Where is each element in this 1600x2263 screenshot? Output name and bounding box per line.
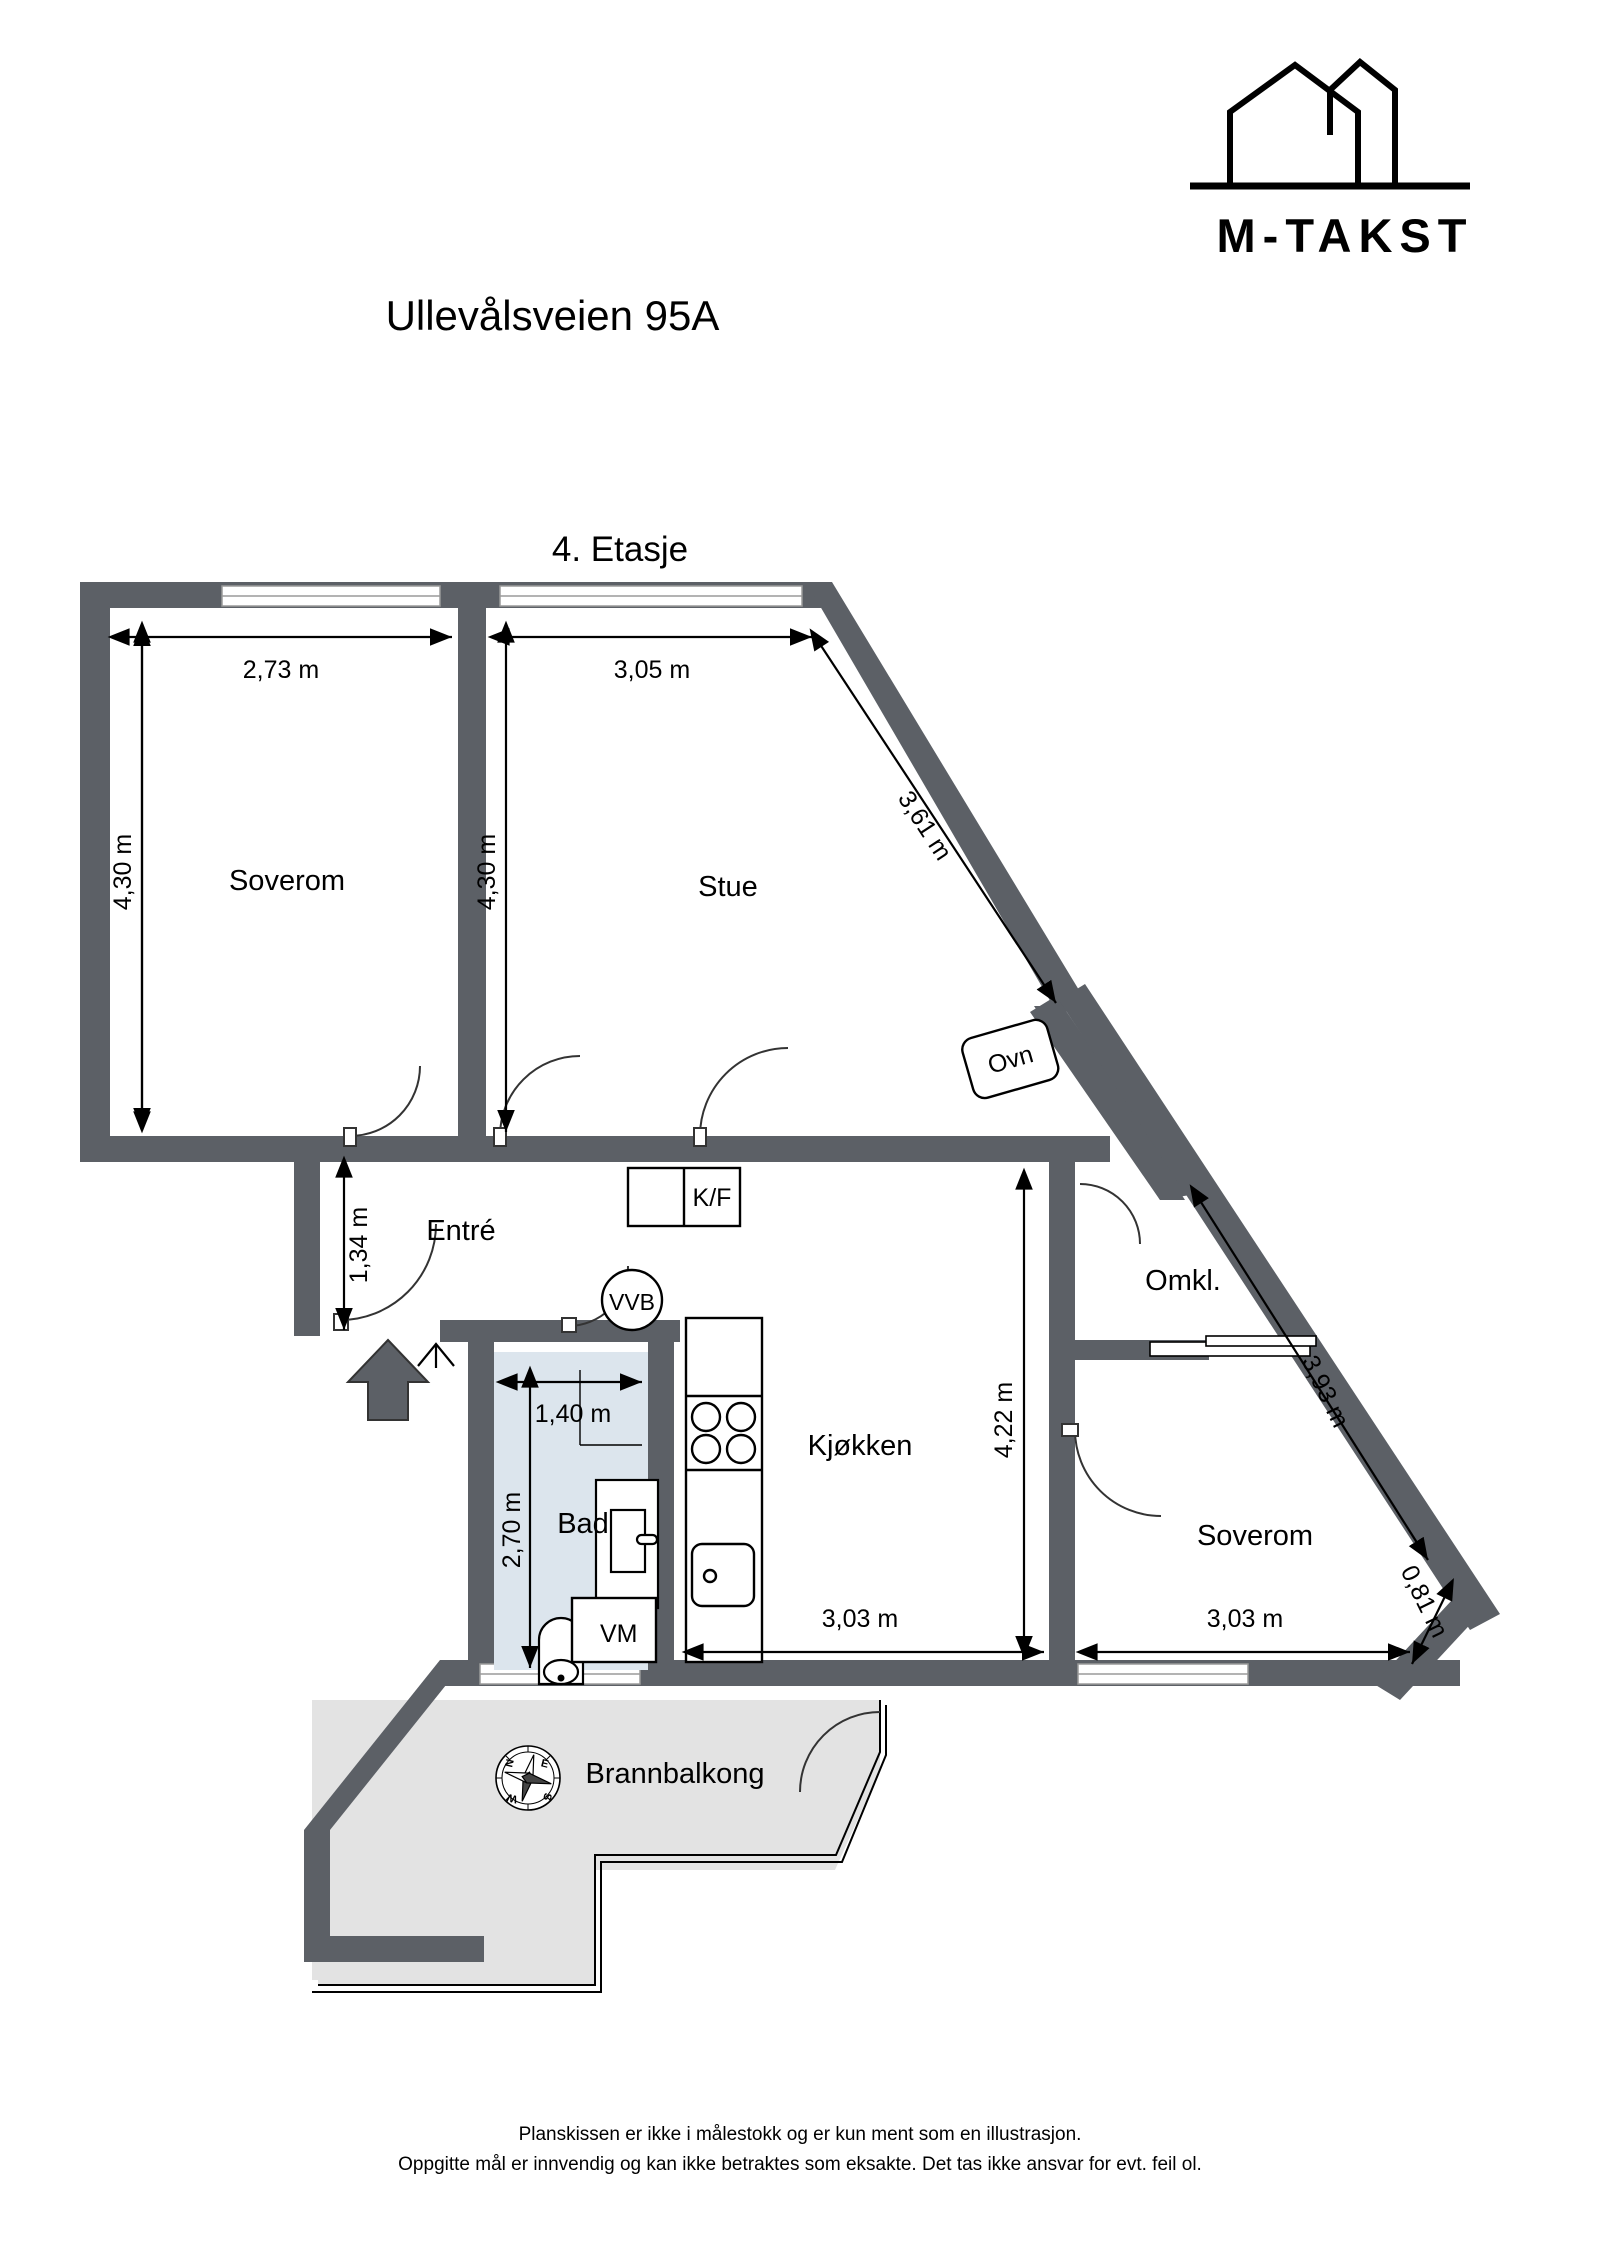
compass-north-label: N — [503, 1758, 517, 1769]
dim-stue-width: 3,05 m — [614, 656, 690, 684]
kf-label: K/F — [693, 1184, 732, 1212]
floor-label: 4. Etasje — [551, 530, 689, 569]
room-label-entre: Entré — [426, 1215, 495, 1247]
vm-label: VM — [600, 1620, 638, 1648]
room-label-soverom-nw: Soverom — [229, 865, 345, 897]
room-label-kjokken: Kjøkken — [808, 1430, 913, 1462]
compass-west-label: W — [505, 1791, 519, 1805]
footer-line-1: Planskissen er ikke i målestokk og er ku… — [518, 2124, 1082, 2145]
dimension-lines — [107, 620, 1454, 1668]
kitchen-counter — [684, 1316, 764, 1664]
brand-wordmark: M-TAKST — [1216, 209, 1474, 262]
room-labels: Soverom Stue Entré Bad Kjøkken Omkl. Sov… — [229, 865, 1313, 1790]
kf-fridge-freezer: K/F — [626, 1166, 742, 1228]
brand-logo: M-TAKST — [1180, 40, 1510, 270]
brannbalkong-area — [312, 1700, 887, 1993]
dim-stue-height: 4,30 m — [473, 834, 501, 910]
dim-bad-height: 2,70 m — [498, 1492, 526, 1568]
vm-washing-machine: VM — [570, 1596, 658, 1664]
door-swings — [339, 1047, 1162, 1793]
compass-rose: N E S W — [495, 1745, 561, 1811]
footer-line-2: Oppgitte mål er innvendig og kan ikke be… — [398, 2154, 1202, 2175]
room-label-stue: Stue — [698, 871, 758, 903]
entrance-arrow-icon — [345, 1338, 431, 1421]
dim-bad-width: 1,40 m — [535, 1400, 611, 1428]
compass-east-label: E — [540, 1757, 550, 1770]
vvb-label: VVB — [609, 1289, 655, 1315]
dim-entre-height: 1,34 m — [345, 1207, 373, 1283]
dim-soverom-nw-height: 4,30 m — [109, 834, 137, 910]
dim-soverom-se-width: 3,03 m — [1207, 1605, 1283, 1633]
footer-disclaimer: Planskissen er ikke i målestokk og er ku… — [0, 2120, 1600, 2180]
dim-kjokken-height: 4,22 m — [990, 1382, 1018, 1458]
room-label-omkl: Omkl. — [1145, 1265, 1221, 1297]
bathroom-fixtures — [417, 1342, 660, 1686]
dim-kjokken-width: 3,03 m — [822, 1605, 898, 1633]
two-houses-icon — [1190, 58, 1470, 190]
ovn-stove: Ovn — [961, 1018, 1060, 1100]
dim-soverom-nw-width: 2,73 m — [243, 656, 319, 684]
room-label-soverom-se: Soverom — [1197, 1520, 1313, 1552]
compass-south-label: S — [540, 1792, 553, 1802]
room-label-brannbalkong: Brannbalkong — [586, 1758, 765, 1790]
room-label-bad: Bad — [557, 1508, 609, 1540]
vvb-water-heater: VVB — [600, 1268, 664, 1332]
page-title: Ullevålsveien 95A — [385, 292, 720, 339]
